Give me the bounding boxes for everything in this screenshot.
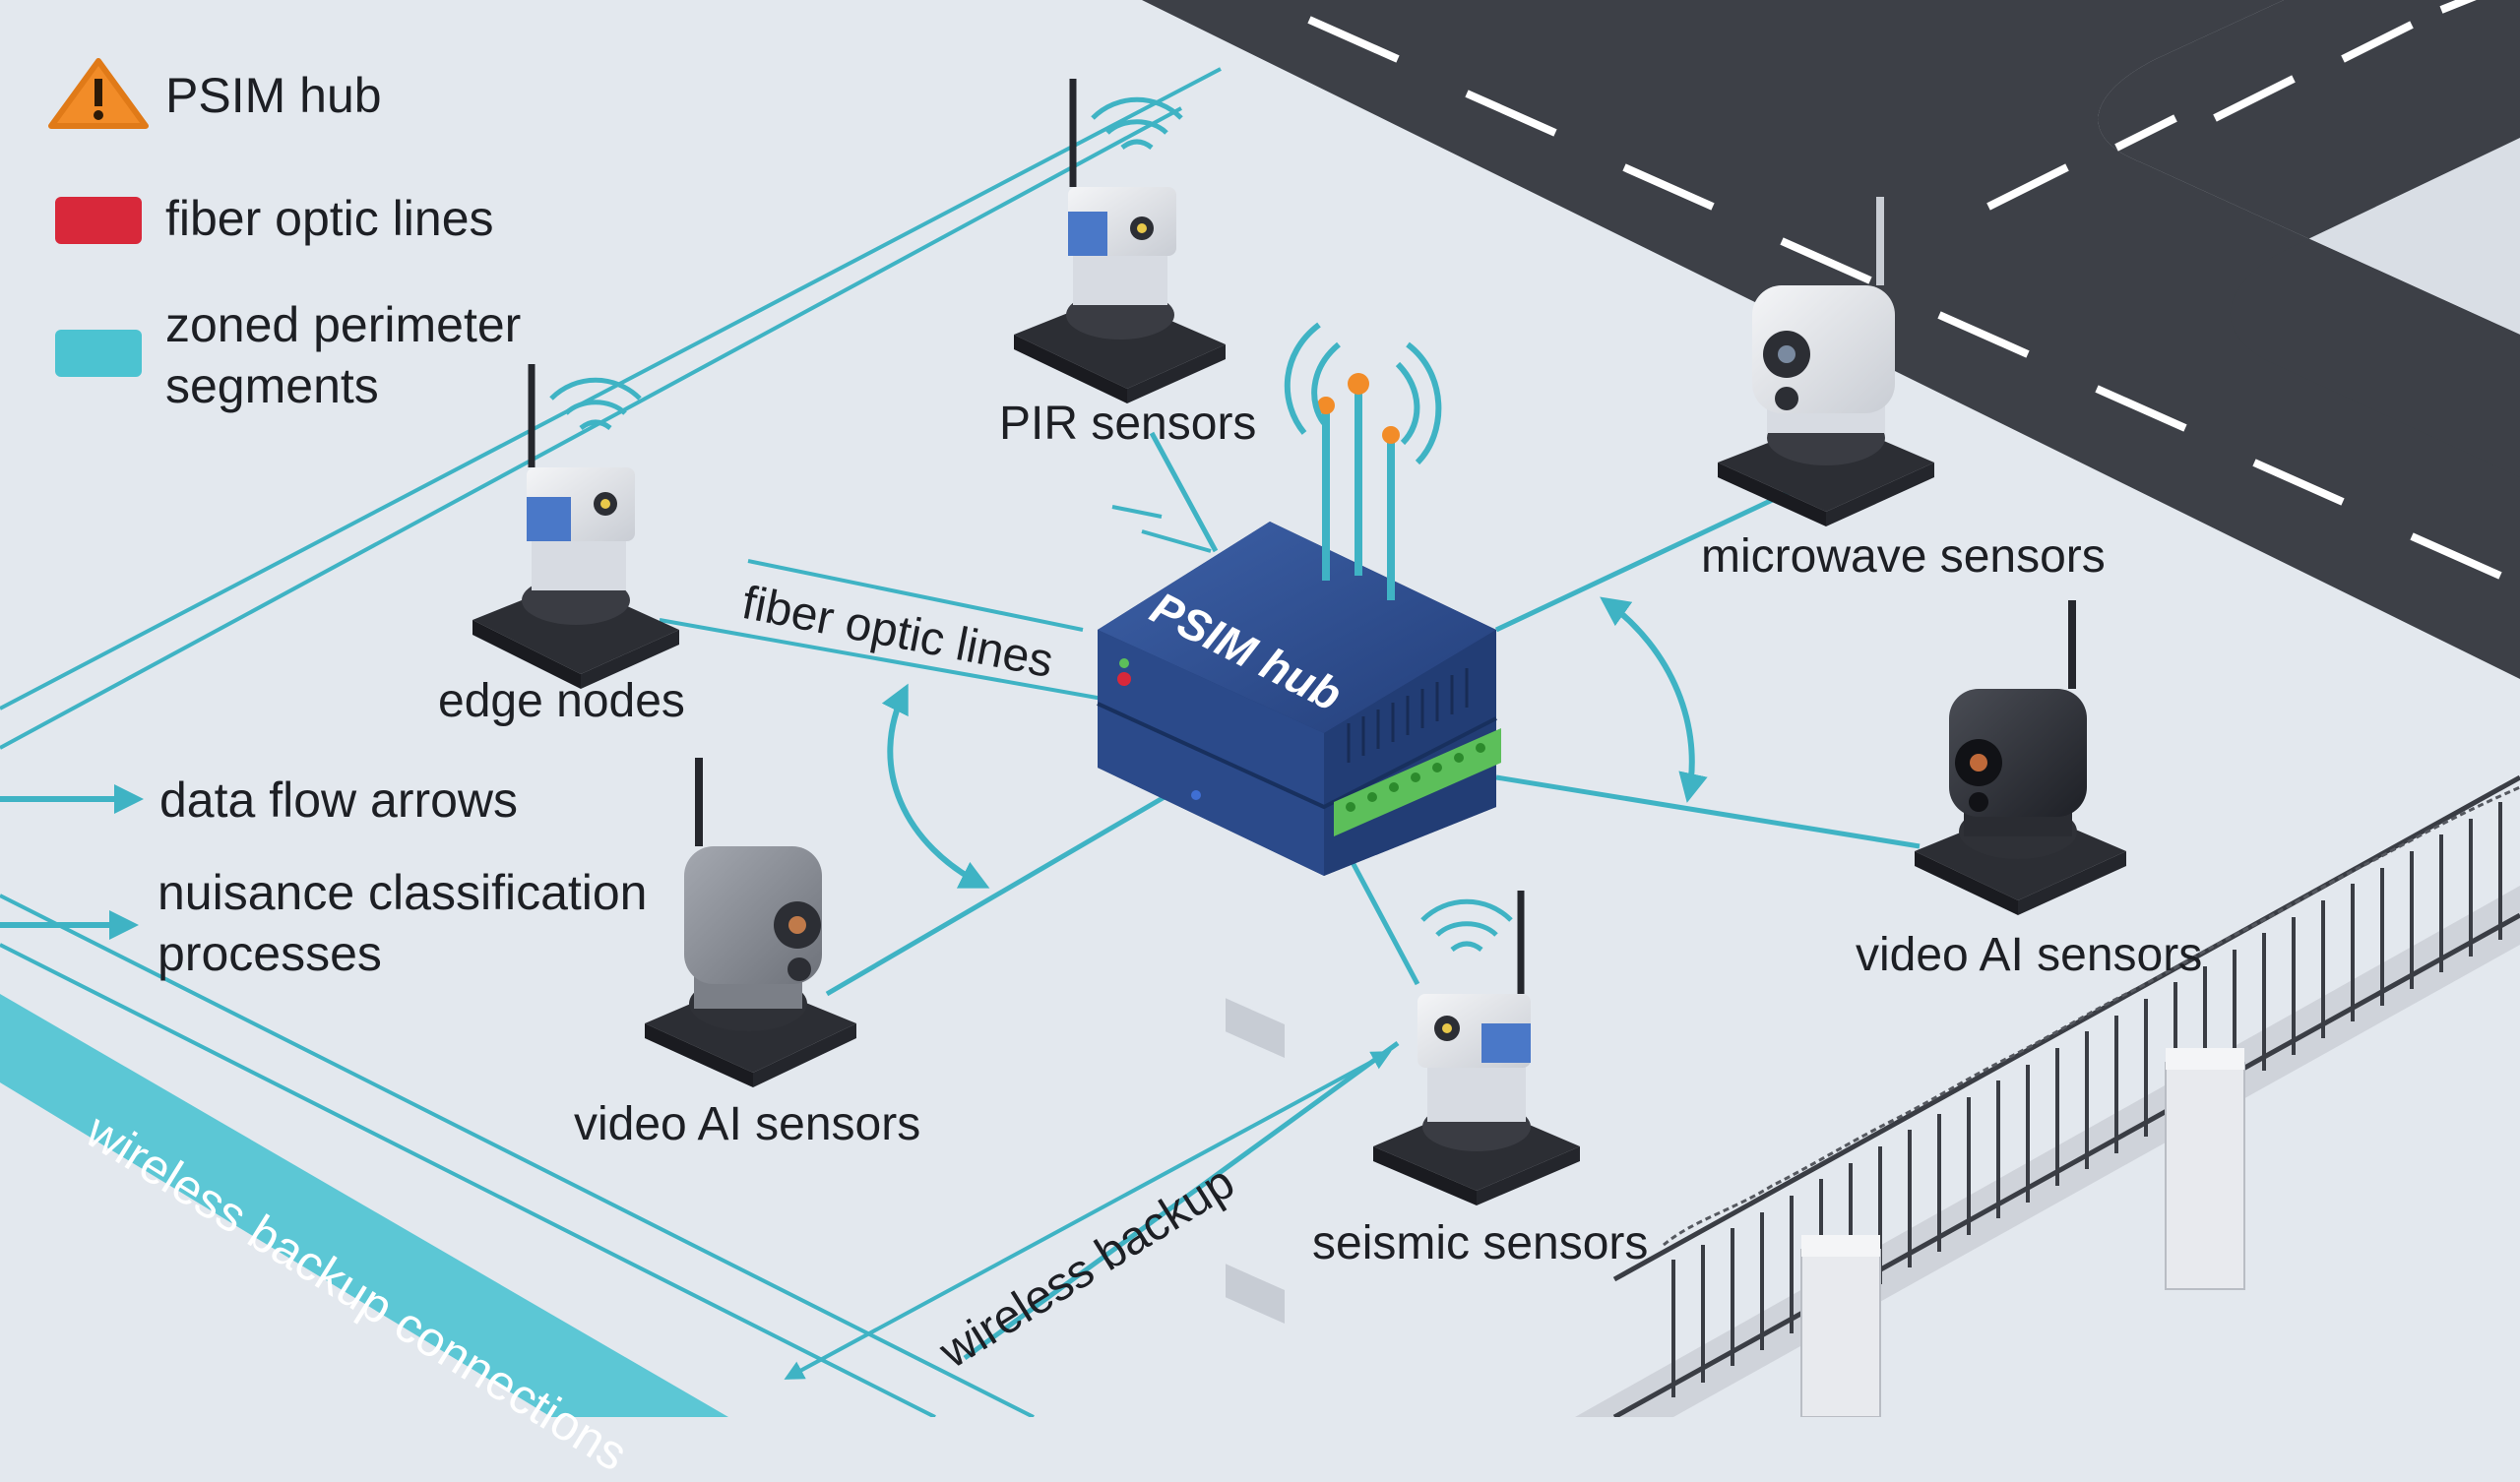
legend-nuisance-label-line1: nuisance classification bbox=[158, 865, 648, 920]
legend-zoned-swatch bbox=[55, 330, 142, 377]
legend-zoned-label-line1: zoned perimeter bbox=[165, 297, 522, 352]
perimeter-diagram bbox=[0, 0, 2520, 1417]
fence-icon bbox=[1575, 774, 2520, 1417]
seismic-sensors-label: seismic sensors bbox=[1312, 1217, 1649, 1269]
legend-arrows-label: data flow arrows bbox=[159, 772, 519, 828]
legend-hub-label: PSIM hub bbox=[165, 68, 382, 123]
edge-nodes-label: edge nodes bbox=[438, 675, 685, 727]
pir-sensors-label: PIR sensors bbox=[999, 398, 1257, 450]
seismic-sensor-icon bbox=[1373, 891, 1580, 1205]
legend-fiber-label: fiber optic lines bbox=[165, 191, 494, 246]
antenna-icon bbox=[1284, 322, 1442, 600]
microwave-sensor-icon bbox=[1718, 197, 1934, 526]
video-ai-sensors-label-right: video AI sensors bbox=[1856, 929, 2203, 981]
pir-sensor-icon bbox=[1014, 79, 1226, 403]
microwave-sensors-label: microwave sensors bbox=[1701, 530, 2106, 583]
legend-nuisance-label-line2: processes bbox=[158, 926, 382, 981]
legend-zoned-label-line2: segments bbox=[165, 358, 379, 413]
warning-triangle-icon bbox=[48, 58, 149, 129]
video-ai-sensors-label-left: video AI sensors bbox=[574, 1098, 921, 1150]
video-ai-camera-icon-right bbox=[1915, 600, 2126, 915]
psim-hub-device bbox=[1097, 522, 1501, 1325]
video-ai-camera-icon-left bbox=[645, 758, 856, 1087]
edge-node-icon bbox=[472, 364, 679, 689]
legend-fiber-swatch bbox=[55, 197, 142, 244]
wireless-backup-band bbox=[0, 994, 728, 1417]
data-flow-arrows bbox=[0, 596, 1708, 1380]
